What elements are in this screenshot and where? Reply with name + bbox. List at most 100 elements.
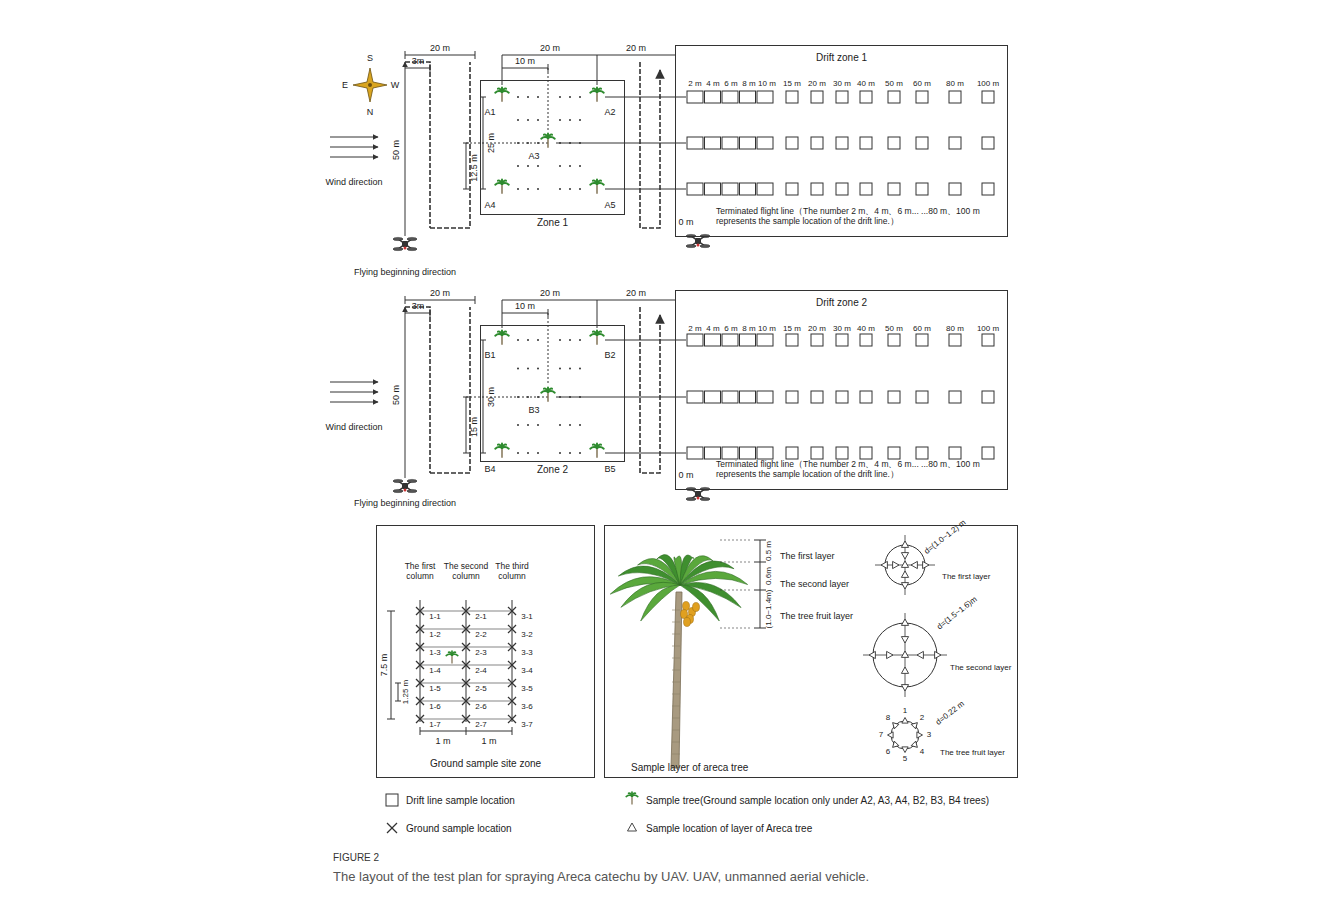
diagram-label: 15 m [783,79,801,88]
ground-sample-mark [462,643,470,651]
ground-sample-mark-part [508,679,516,687]
areca-tree-illustration-part [683,602,690,611]
diagram-label: E [342,80,348,90]
areca-tree-illustration-part [672,730,680,731]
diagram-label: A4 [484,200,495,210]
drone-icon-part [407,247,417,250]
ground-sample-mark-part [416,661,424,669]
legend-text: Drift line sample location [406,795,515,806]
drift-sample-square [740,447,756,459]
ground-sample-mark-part [462,661,470,669]
figure-caption: The layout of the test plan for spraying… [333,869,869,884]
palm-icon-part [548,137,555,139]
diagram-label: 20 m [626,288,646,298]
diagram-label: 60 m [913,79,931,88]
drift-sample-square [687,91,703,103]
layer-dimension-part [720,562,752,563]
zone-layout-part [579,165,581,167]
diagram-label: 25 m [486,133,496,153]
ground-grid-part [391,611,392,719]
layer-sample-triangle [901,583,908,589]
palm-icon [446,651,458,663]
areca-tree-illustration-part [671,592,682,768]
ground-sample-mark [462,697,470,705]
drift-sample-square [705,183,721,195]
drift-sample-square [949,137,961,149]
drone-icon-part [695,491,701,497]
zone-layout-part [502,55,597,56]
ground-sample-mark-part [508,643,516,651]
drift-sample-square [722,137,738,149]
diagram-label: 100 m [977,324,999,333]
diagram-label: The tree fruit layer [940,748,1005,757]
diagram-label: 0.5 m [764,541,773,561]
diagram-label: The tree fruit layer [780,611,853,621]
layer-dimension-part [754,590,766,591]
palm-icon-part [631,796,632,804]
areca-tree-illustration-part [672,682,680,683]
diagram-label: 2-6 [474,702,488,711]
diagram-label: 3-2 [520,630,534,639]
diagram-label: 30 m [833,324,851,333]
zone-layout-part [405,300,475,301]
legend-text: Sample tree(Ground sample location only … [646,795,989,806]
zone-layout-part [537,96,539,98]
zone-layout-part [527,165,529,167]
diagram-label: (1.0~1.4m) [764,590,773,629]
layer-dimension-part [754,562,766,563]
zone-layout-part [517,368,519,370]
diagram-label: 4 m [706,324,719,333]
layer-dimension-part [720,540,752,541]
diagram-label: d=(1.0~1.2) m [922,518,967,556]
drift-sample-square [722,391,738,403]
diagram-label: 8 m [742,79,755,88]
zone-layout-part [579,424,581,426]
compass-rose [353,68,387,102]
zone-layout-part [463,189,469,190]
diagram-label: 3 [927,730,931,739]
drone-icon-part [407,237,417,240]
areca-tree-illustration-part [681,610,688,619]
zone-layout-part [537,452,539,454]
zone-layout-part [537,396,539,398]
ground-sample-mark-part [462,607,470,615]
ground-sample-mark [462,679,470,687]
zone-layout-part [405,51,406,59]
zone-title: Sample layer of areca tree [631,762,748,773]
diagram-label: 50 m [391,140,401,160]
zone-layout-part [537,368,539,370]
zone-layout-part [330,382,378,383]
diagram-label: The first layer [780,551,835,561]
diagram-label: 6 m [724,79,737,88]
diagram-label: 2 [920,713,924,722]
drift-sample-square [836,391,848,403]
palm-icon [495,179,509,193]
zone-layout-part [559,188,561,190]
drift-sample-square [757,391,773,403]
drift-sample-square [740,334,756,346]
ground-sample-mark-part [416,697,424,705]
ground-sample-mark-part [462,625,470,633]
ground-grid-part [512,727,513,735]
ground-sample-mark-part [416,715,424,723]
zone-title: Drift zone 2 [816,297,867,308]
zone-layout-part [517,96,519,98]
diagram-label: 20 m [626,43,646,53]
palm-icon-part [596,335,597,345]
drift-sample-square [705,447,721,459]
drift-sample-square [836,183,848,195]
zone-layout-part [517,424,519,426]
layer-sample-triangle [901,651,908,657]
diagram-label: W [391,80,400,90]
zone-layout-part [559,119,561,121]
ground-sample-mark-part [416,643,424,651]
drift-sample-square [860,183,872,195]
layer-sample-triangle [935,651,941,658]
zone-layout-part [569,165,571,167]
layer-dimension-part [720,628,752,629]
drone-icon-part [686,497,696,500]
zone-layout-part [527,96,529,98]
palm-icon [590,87,604,101]
drift-sample-square [757,334,773,346]
layer-sample-triangle [911,741,919,749]
